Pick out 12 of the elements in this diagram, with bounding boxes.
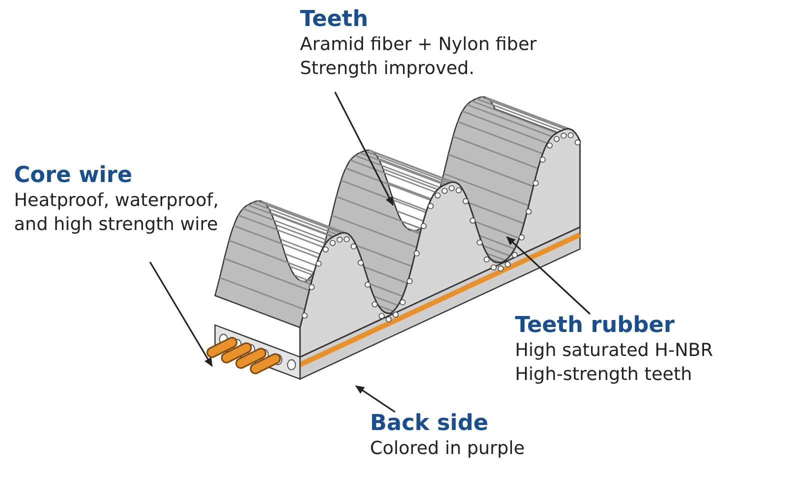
leader-line bbox=[149, 262, 213, 367]
callout-title: Teeth rubber bbox=[515, 312, 676, 339]
callout-title: Teeth bbox=[300, 6, 370, 33]
callout-title: Core wire bbox=[14, 162, 134, 189]
callout-text: Heatproof, waterproof, and high strength wire bbox=[14, 189, 219, 237]
leader-line bbox=[506, 236, 591, 315]
callout-text: Colored in purple bbox=[370, 437, 526, 461]
leader-line bbox=[355, 385, 396, 413]
callout-text: Aramid fiber + Nylon fiber Strength improved. bbox=[300, 33, 538, 81]
callout-text: High saturated H-NBR High-strength teeth bbox=[515, 339, 714, 387]
callout-title: Back side bbox=[370, 410, 490, 437]
leader-line bbox=[334, 92, 394, 206]
